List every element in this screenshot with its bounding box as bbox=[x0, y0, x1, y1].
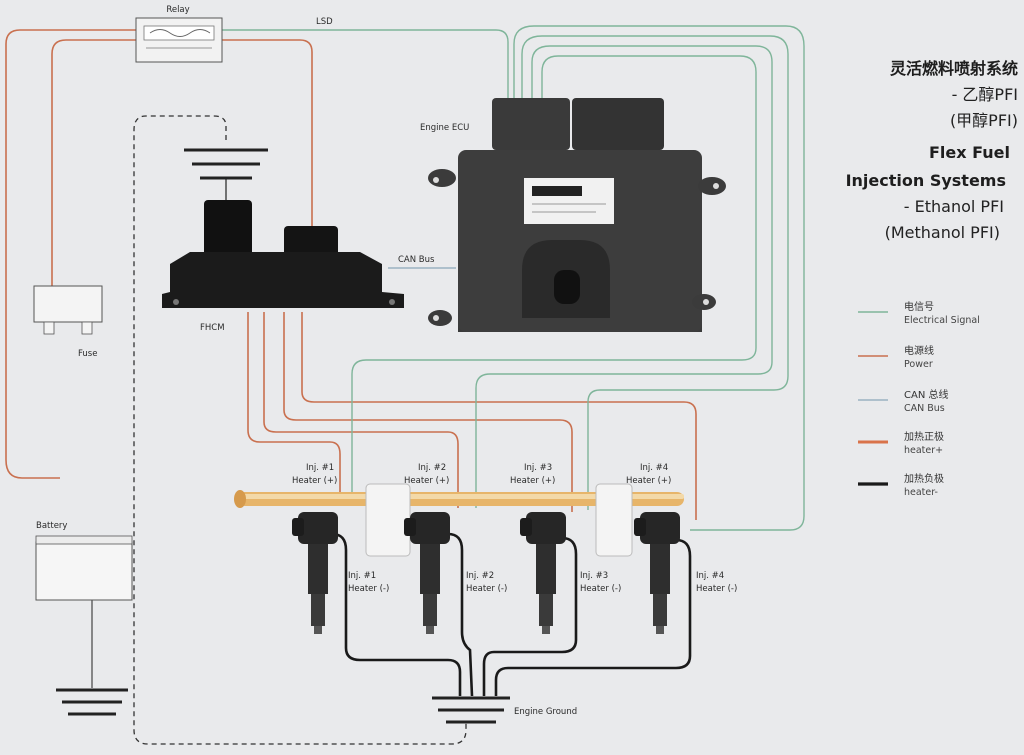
injector-3: Inj. #3 Heater (+) Inj. #3 Heater (-) bbox=[510, 463, 621, 634]
relay: Relay bbox=[135, 5, 223, 63]
title-zh-sub1: - 乙醇PFI bbox=[952, 85, 1018, 104]
lsd-label: LSD bbox=[316, 17, 333, 27]
left-ground-symbol bbox=[56, 688, 128, 716]
fuse: Fuse bbox=[33, 285, 103, 359]
legend-item-3: CAN 总线 CAN Bus bbox=[858, 388, 948, 414]
injector-4-top-label-1: Inj. #4 bbox=[640, 463, 668, 473]
can-bus-label: CAN Bus bbox=[398, 255, 435, 265]
legend-item-1: 电信号 Electrical Signal bbox=[858, 300, 980, 326]
injector-2: Inj. #2 Heater (+) Inj. #2 Heater (-) bbox=[404, 463, 507, 634]
legend-item-5-en: heater- bbox=[904, 487, 938, 498]
fhcm-ground-symbol bbox=[184, 148, 268, 204]
title-zh: 灵活燃料喷射系统 bbox=[890, 59, 1018, 78]
injector-4-bottom-label-1: Inj. #4 bbox=[696, 571, 724, 581]
fuel-rail bbox=[234, 483, 684, 557]
injector-2-top-label-1: Inj. #2 bbox=[418, 463, 446, 473]
legend-item-2: 电源线 Power bbox=[858, 344, 934, 370]
injector-3-bottom-label-1: Inj. #3 bbox=[580, 571, 608, 581]
relay-label: Relay bbox=[166, 5, 189, 15]
injector-2-bottom-label-2: Heater (-) bbox=[466, 584, 507, 594]
engine-ground-label: Engine Ground bbox=[514, 707, 577, 717]
injector-1-bottom-label-1: Inj. #1 bbox=[348, 571, 376, 581]
fhcm-module: FHCM bbox=[162, 200, 404, 333]
title-en-line2: Injection Systems bbox=[846, 171, 1006, 190]
title-zh-sub2: (甲醇PFI) bbox=[950, 111, 1018, 130]
injector-2-top-label-2: Heater (+) bbox=[404, 476, 449, 486]
engine-ground-symbol bbox=[432, 696, 510, 724]
engine-ecu-label: Engine ECU bbox=[420, 123, 469, 133]
injector-1-top-label-2: Heater (+) bbox=[292, 476, 337, 486]
injector-1-bottom-label-2: Heater (-) bbox=[348, 584, 389, 594]
fhcm-label: FHCM bbox=[200, 323, 225, 333]
title-en-sub2: (Methanol PFI) bbox=[885, 223, 1000, 242]
legend-item-4-en: heater+ bbox=[904, 445, 943, 456]
legend-item-4: 加热正极 heater+ bbox=[858, 430, 944, 456]
legend-item-5: 加热负极 heater- bbox=[858, 472, 944, 498]
injector-4-bottom-label-2: Heater (-) bbox=[696, 584, 737, 594]
legend-item-1-zh: 电信号 bbox=[904, 300, 934, 313]
engine-ecu: Engine ECU bbox=[420, 98, 726, 332]
legend-item-4-zh: 加热正极 bbox=[904, 430, 944, 443]
injector-3-bottom-label-2: Heater (-) bbox=[580, 584, 621, 594]
battery: Battery bbox=[35, 521, 133, 601]
fuse-label: Fuse bbox=[78, 349, 97, 359]
injector-1: Inj. #1 Heater (+) Inj. #1 Heater (-) bbox=[292, 463, 389, 634]
injector-4-top-label-2: Heater (+) bbox=[626, 476, 671, 486]
injector-1-top-label-1: Inj. #1 bbox=[306, 463, 334, 473]
injector-3-top-label-1: Inj. #3 bbox=[524, 463, 552, 473]
legend-item-2-zh: 电源线 bbox=[904, 344, 934, 357]
title-en-line1: Flex Fuel bbox=[929, 143, 1010, 162]
legend-item-3-en: CAN Bus bbox=[904, 403, 945, 414]
legend-item-3-zh: CAN 总线 bbox=[904, 388, 948, 401]
injector-2-bottom-label-1: Inj. #2 bbox=[466, 571, 494, 581]
title-en-sub1: - Ethanol PFI bbox=[904, 197, 1004, 216]
ground-wires bbox=[331, 532, 692, 697]
signal-wires bbox=[212, 25, 805, 531]
power-wires bbox=[5, 29, 697, 520]
legend-item-5-zh: 加热负极 bbox=[904, 472, 944, 485]
injector-4: Inj. #4 Heater (+) Inj. #4 Heater (-) bbox=[626, 463, 737, 634]
injector-3-top-label-2: Heater (+) bbox=[510, 476, 555, 486]
battery-label: Battery bbox=[36, 521, 67, 531]
legend-item-1-en: Electrical Signal bbox=[904, 315, 980, 326]
title-block: 灵活燃料喷射系统 - 乙醇PFI (甲醇PFI) Flex Fuel Injec… bbox=[846, 59, 1018, 242]
legend-item-2-en: Power bbox=[904, 359, 933, 370]
fhcm-dashed-ground-wire bbox=[133, 115, 467, 745]
